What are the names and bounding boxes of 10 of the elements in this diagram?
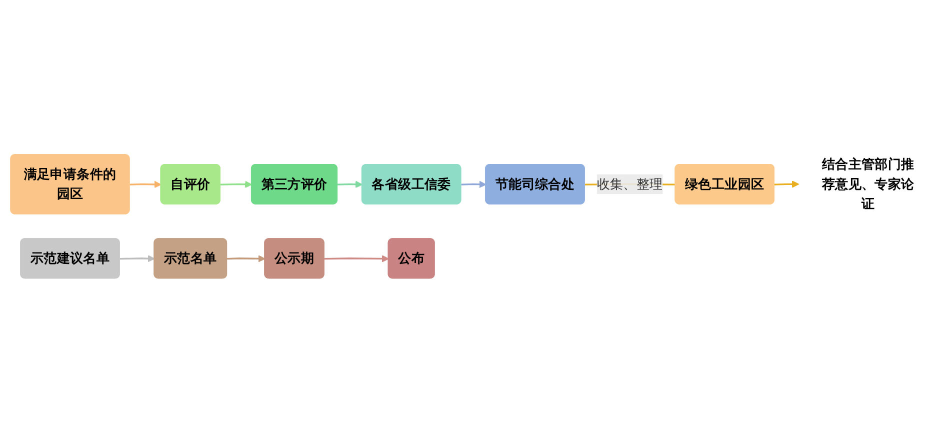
edge-label: 收集、整理: [596, 176, 663, 192]
arrow: [130, 180, 162, 188]
arrow: [461, 180, 486, 188]
arrow: [120, 255, 155, 262]
node-text: 结合主管部门推荐意见、专家论证: [822, 156, 914, 212]
arrow: [338, 180, 363, 188]
arrow: [324, 255, 389, 262]
arrow: [227, 255, 266, 262]
arrow: [220, 180, 252, 188]
arrow: [774, 180, 800, 188]
